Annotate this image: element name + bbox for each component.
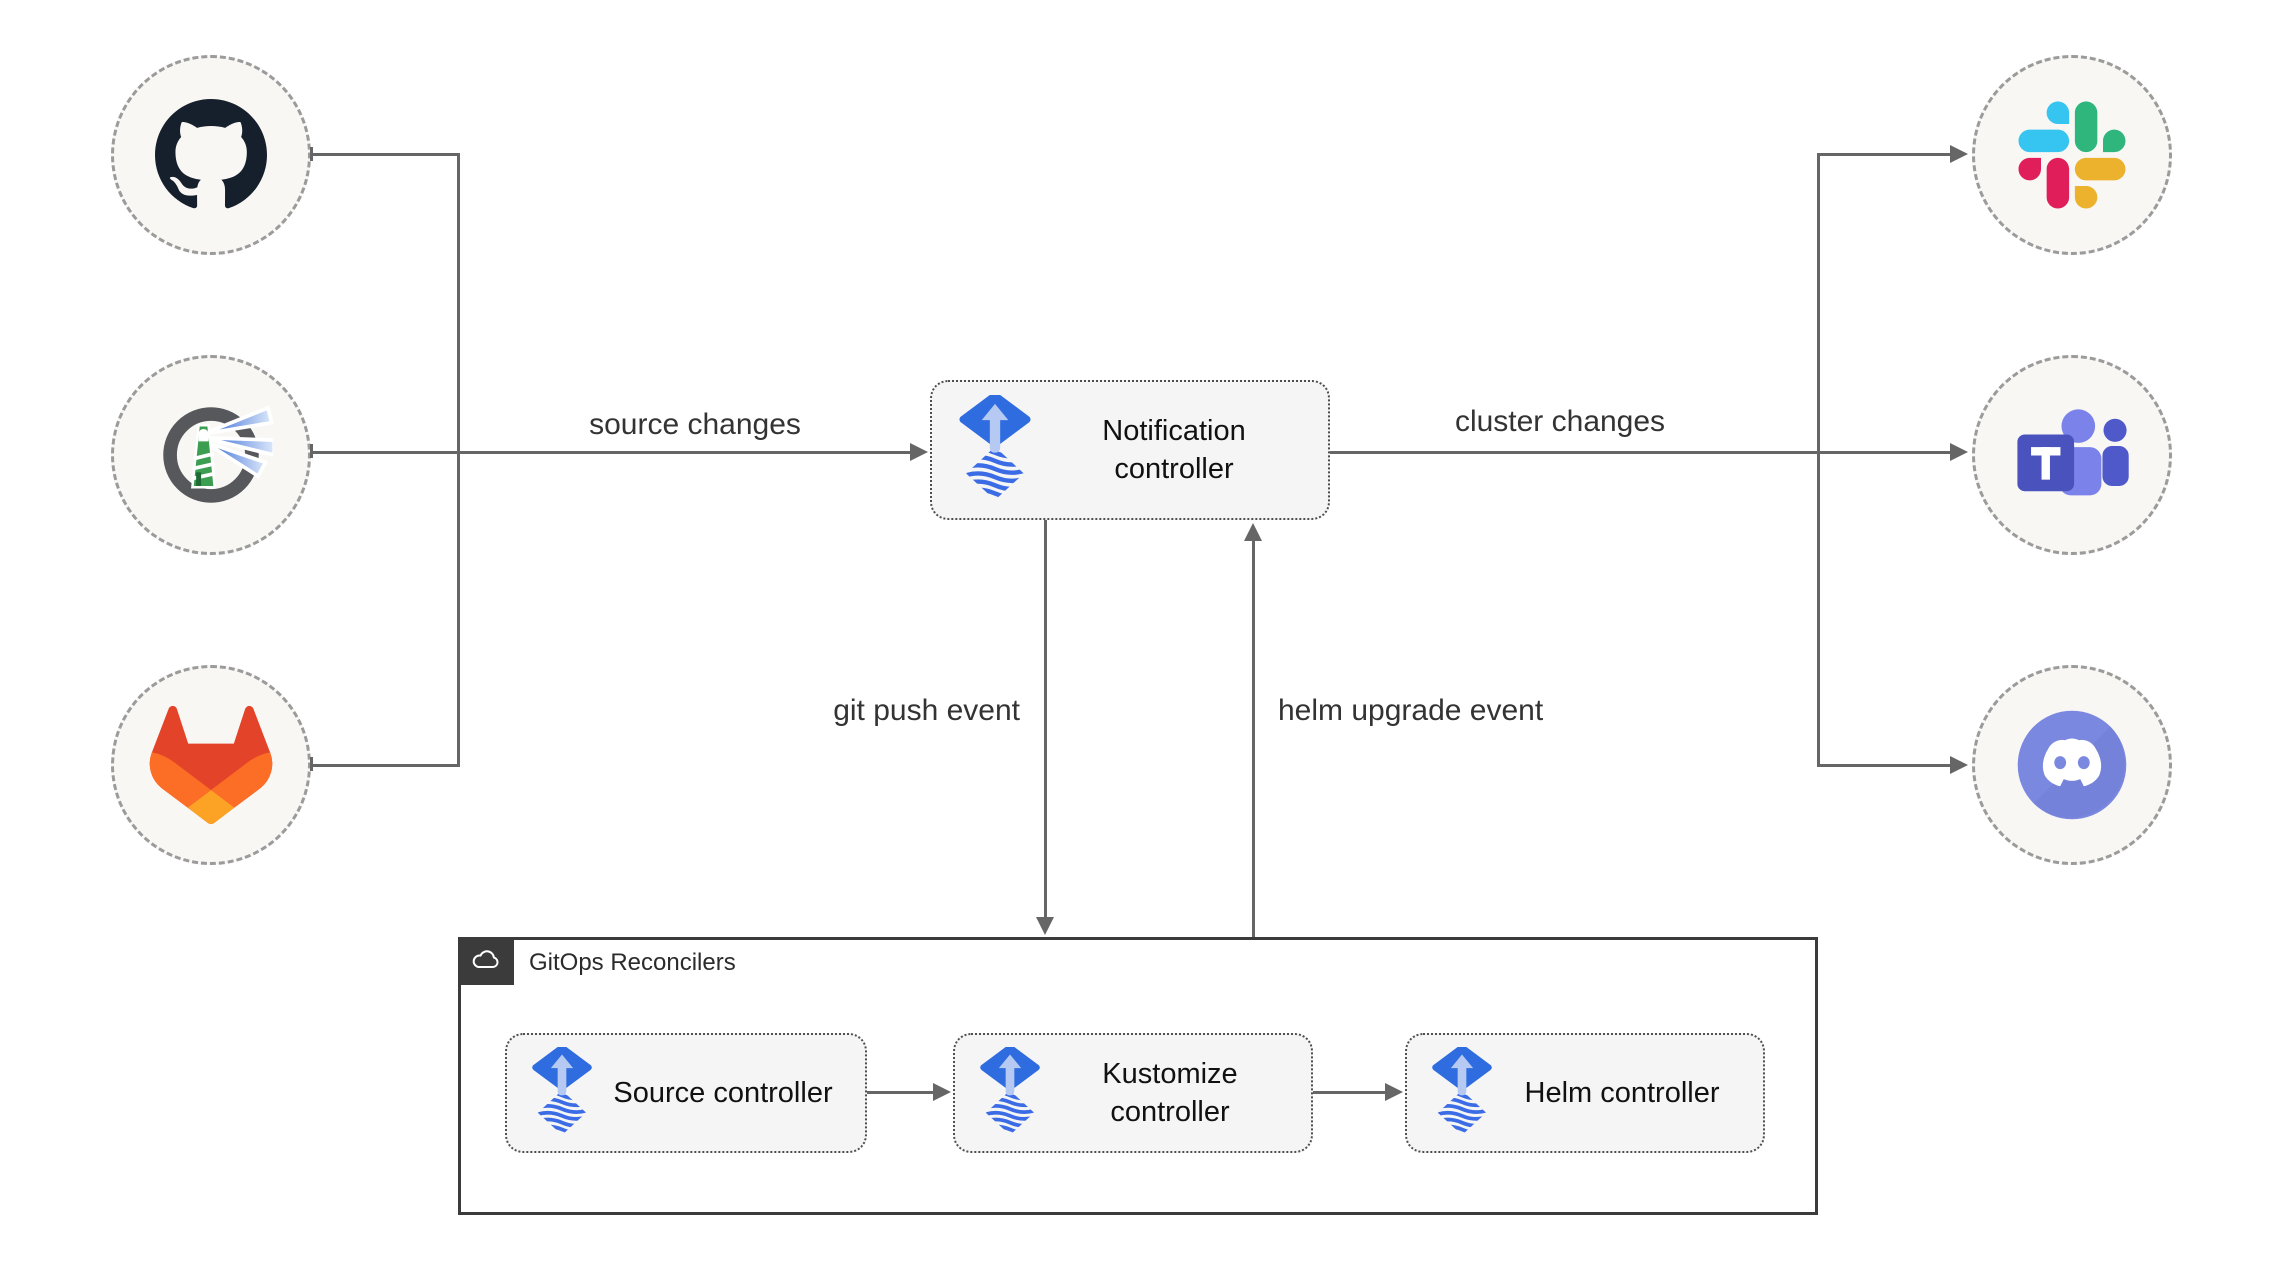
edge-source-to-kustomize <box>867 1090 935 1094</box>
edge-label-source-changes: source changes <box>589 408 801 441</box>
edge-gitlab-branch <box>312 763 458 767</box>
edge-source-changes <box>312 450 912 454</box>
kustomize-controller-node: Kustomize controller <box>953 1033 1313 1153</box>
edge-right-trunk <box>1816 152 1820 767</box>
arrowhead-into-notification-bottom <box>1244 523 1262 541</box>
flux-icon <box>958 395 1032 506</box>
harbor-icon <box>149 393 273 517</box>
arrowhead-into-discord <box>1950 756 1968 774</box>
edge-helm-upgrade <box>1251 540 1255 937</box>
notification-controller-node: Notification controller <box>930 380 1330 520</box>
slack-icon <box>2018 101 2126 209</box>
flux-icon <box>531 1047 593 1140</box>
notification-controller-label: Notification controller <box>1102 414 1246 485</box>
slack-node <box>1972 55 2172 255</box>
edge-discord-branch <box>1818 763 1952 767</box>
harbor-node <box>111 355 311 555</box>
edge-github-branch <box>312 152 458 156</box>
arrowhead-into-notification <box>910 443 928 461</box>
github-node <box>111 55 311 255</box>
edge-left-trunk <box>456 152 460 767</box>
gitlab-node <box>111 665 311 865</box>
arrowhead-into-slack <box>1950 145 1968 163</box>
arrowhead-into-teams <box>1950 443 1968 461</box>
edge-kustomize-to-helm <box>1313 1090 1387 1094</box>
discord-icon <box>2013 706 2131 824</box>
edge-cluster-changes <box>1330 450 1952 454</box>
arrowhead-into-reconcilers <box>1036 917 1054 935</box>
connector-tick <box>310 757 313 771</box>
flux-icon <box>1431 1047 1493 1140</box>
cloud-icon <box>470 945 502 977</box>
teams-node <box>1972 355 2172 555</box>
edge-git-push <box>1043 520 1047 920</box>
flux-icon <box>979 1047 1041 1140</box>
connector-tick <box>310 444 313 458</box>
teams-icon <box>2009 405 2135 506</box>
helm-controller-node: Helm controller <box>1405 1033 1765 1153</box>
connector-tick <box>310 147 313 161</box>
source-controller-node: Source controller <box>505 1033 867 1153</box>
arrowhead-into-kustomize <box>933 1083 951 1101</box>
edge-label-git-push-event: git push event <box>833 694 1020 727</box>
gitlab-icon <box>144 704 278 826</box>
container-title: GitOps Reconcilers <box>529 949 736 976</box>
edge-slack-branch <box>1818 152 1952 156</box>
github-icon <box>155 99 267 211</box>
helm-controller-label: Helm controller <box>1524 1076 1720 1109</box>
discord-node <box>1972 665 2172 865</box>
container-corner-badge <box>458 937 514 985</box>
arrowhead-into-helm <box>1385 1083 1403 1101</box>
source-controller-label: Source controller <box>613 1076 833 1109</box>
edge-label-cluster-changes: cluster changes <box>1454 405 1666 438</box>
edge-label-helm-upgrade-event: helm upgrade event <box>1278 694 1544 727</box>
kustomize-controller-label: Kustomize controller <box>1102 1057 1238 1128</box>
